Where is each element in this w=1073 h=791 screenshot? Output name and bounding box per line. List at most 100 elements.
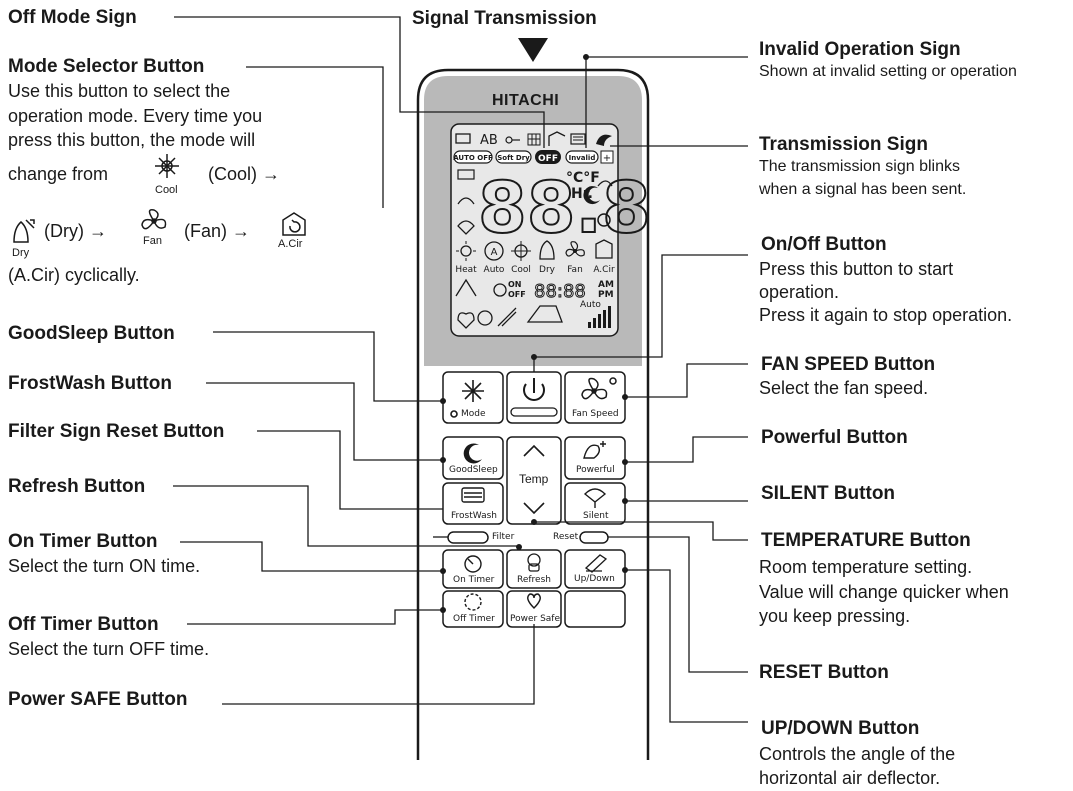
temperature-line2: Value will change quicker when — [759, 582, 1009, 602]
dry-icon — [13, 219, 35, 243]
silent-button-icon — [583, 488, 607, 508]
temperature-title: TEMPERATURE Button — [761, 530, 971, 551]
off-timer-title: Off Timer Button — [8, 614, 159, 635]
powerful-button[interactable]: Powerful — [576, 465, 615, 475]
plus-box-icon — [600, 150, 614, 164]
svg-text:A: A — [491, 247, 498, 258]
svg-text:Invalid: Invalid — [569, 154, 596, 162]
mode-button-icon — [450, 380, 484, 418]
powerful-lcd-icon — [457, 197, 475, 205]
acir-icon-label: A.Cir — [278, 238, 303, 250]
reset-button[interactable]: Reset — [553, 532, 579, 542]
temperature-line3: you keep pressing. — [759, 606, 911, 626]
leader-dot — [622, 498, 628, 504]
filter-reset-title: Filter Sign Reset Button — [8, 421, 225, 442]
onoff-line2: operation. — [759, 282, 840, 302]
filter-button[interactable]: Filter — [492, 532, 515, 542]
fan-speed-bars-icon — [588, 306, 611, 328]
leader-dot — [622, 459, 628, 465]
filter-grid-icon — [527, 133, 541, 146]
refresh-button-icon — [527, 553, 541, 572]
silent-lcd-icon — [457, 220, 475, 235]
svg-text:AUTO OFF: AUTO OFF — [453, 154, 493, 162]
svg-text:A.Cir: A.Cir — [593, 265, 615, 275]
leader-lines — [173, 16, 748, 723]
temp-up-icon — [523, 444, 545, 457]
silent-button[interactable]: Silent — [583, 511, 609, 521]
powerful-button-icon — [583, 441, 606, 459]
fan-speed-desc: Select the fan speed. — [759, 378, 929, 398]
mode-selector-title: Mode Selector Button — [8, 56, 205, 77]
mode-selector-line3: press this button, the mode will — [8, 130, 256, 150]
transmission-sign-title: Transmission Sign — [759, 134, 928, 155]
off-timer-button[interactable]: Off Timer — [453, 614, 495, 624]
cool-icon-label: Cool — [155, 184, 178, 196]
leader-dot — [583, 54, 589, 60]
signal-transmission-label: Signal Transmission — [412, 8, 597, 29]
temp-button[interactable]: Temp — [519, 472, 549, 486]
frostwash-button[interactable]: FrostWash — [451, 511, 497, 521]
invalid-sign-desc: Shown at invalid setting or operation — [759, 63, 1017, 80]
svg-text:Auto: Auto — [484, 265, 505, 275]
onoff-line1: Press this button to start — [759, 259, 954, 279]
cool-mode-icon — [511, 241, 531, 261]
brand-logo: HITACHI — [492, 92, 560, 109]
ac-unit-icon — [457, 169, 475, 180]
mode-selector-dry: (Dry) → — [44, 221, 107, 241]
fan-speed-button[interactable]: Fan Speed — [572, 409, 619, 419]
on-timer-button[interactable]: On Timer — [453, 575, 495, 585]
person-icon — [455, 278, 477, 297]
svg-text:+: + — [603, 153, 611, 164]
leader-dot — [440, 398, 446, 404]
frostwash-lcd-icon — [570, 133, 586, 145]
mode-selector-change-from: change from — [8, 164, 109, 184]
leader-dot — [516, 544, 522, 550]
off-timer-icon — [464, 593, 482, 611]
soft-dry-pill — [495, 150, 532, 164]
invalid-sign-title: Invalid Operation Sign — [759, 39, 961, 60]
fan-mode-icon — [565, 241, 585, 257]
goodsleep-lcd-icon — [583, 186, 600, 205]
on-timer-icon — [464, 555, 482, 573]
leaf-icon — [597, 180, 613, 187]
louver-lcd-icon — [497, 307, 517, 327]
silent-title: SILENT Button — [761, 483, 896, 504]
leader-dot — [622, 394, 628, 400]
updown-line2: horizontal air deflector. — [759, 768, 941, 788]
lcd-auto: Auto — [580, 300, 601, 310]
sleep-timer-icon — [597, 213, 611, 227]
on-timer-title: On Timer Button — [8, 531, 158, 552]
lcd-am: AM — [598, 280, 614, 290]
mode-button[interactable]: Mode — [461, 409, 486, 419]
acir-mode-icon — [595, 239, 613, 259]
mode-selector-fan: (Fan) → — [184, 221, 251, 241]
power-safe-button[interactable]: Power Safe — [510, 614, 561, 624]
refresh-button[interactable]: Refresh — [517, 575, 551, 585]
svg-text:Fan: Fan — [567, 265, 583, 275]
auto-mode-icon — [484, 241, 504, 261]
leader-dot — [440, 568, 446, 574]
updown-button-icon — [584, 554, 608, 573]
frostwash-button-icon — [461, 487, 485, 503]
transmission-sign-line2: when a signal has been sent. — [759, 181, 967, 198]
lcd-temp-digits: 88.8 — [478, 167, 651, 249]
fan-speed-button-icon — [581, 377, 617, 400]
lcd-ab: AB — [480, 133, 498, 148]
goodsleep-button[interactable]: GoodSleep — [449, 465, 498, 475]
updown-button[interactable]: Up/Down — [574, 574, 615, 584]
timer-clock-icon — [493, 283, 507, 297]
goodsleep-title: GoodSleep Button — [8, 323, 175, 344]
off-mode-pill — [535, 150, 561, 164]
signal-arrow-icon — [518, 38, 548, 62]
remote-buttons — [442, 371, 626, 628]
refresh-lcd-icon — [477, 310, 493, 326]
leader-dot — [531, 354, 537, 360]
transmission-sign-line1: The transmission sign blinks — [759, 158, 960, 175]
off-timer-desc: Select the turn OFF time. — [8, 639, 210, 659]
onoff-line3: Press it again to stop operation. — [759, 305, 1013, 325]
reset-title: RESET Button — [759, 662, 889, 683]
key-icon — [505, 136, 520, 144]
fan-icon-label: Fan — [143, 235, 162, 247]
